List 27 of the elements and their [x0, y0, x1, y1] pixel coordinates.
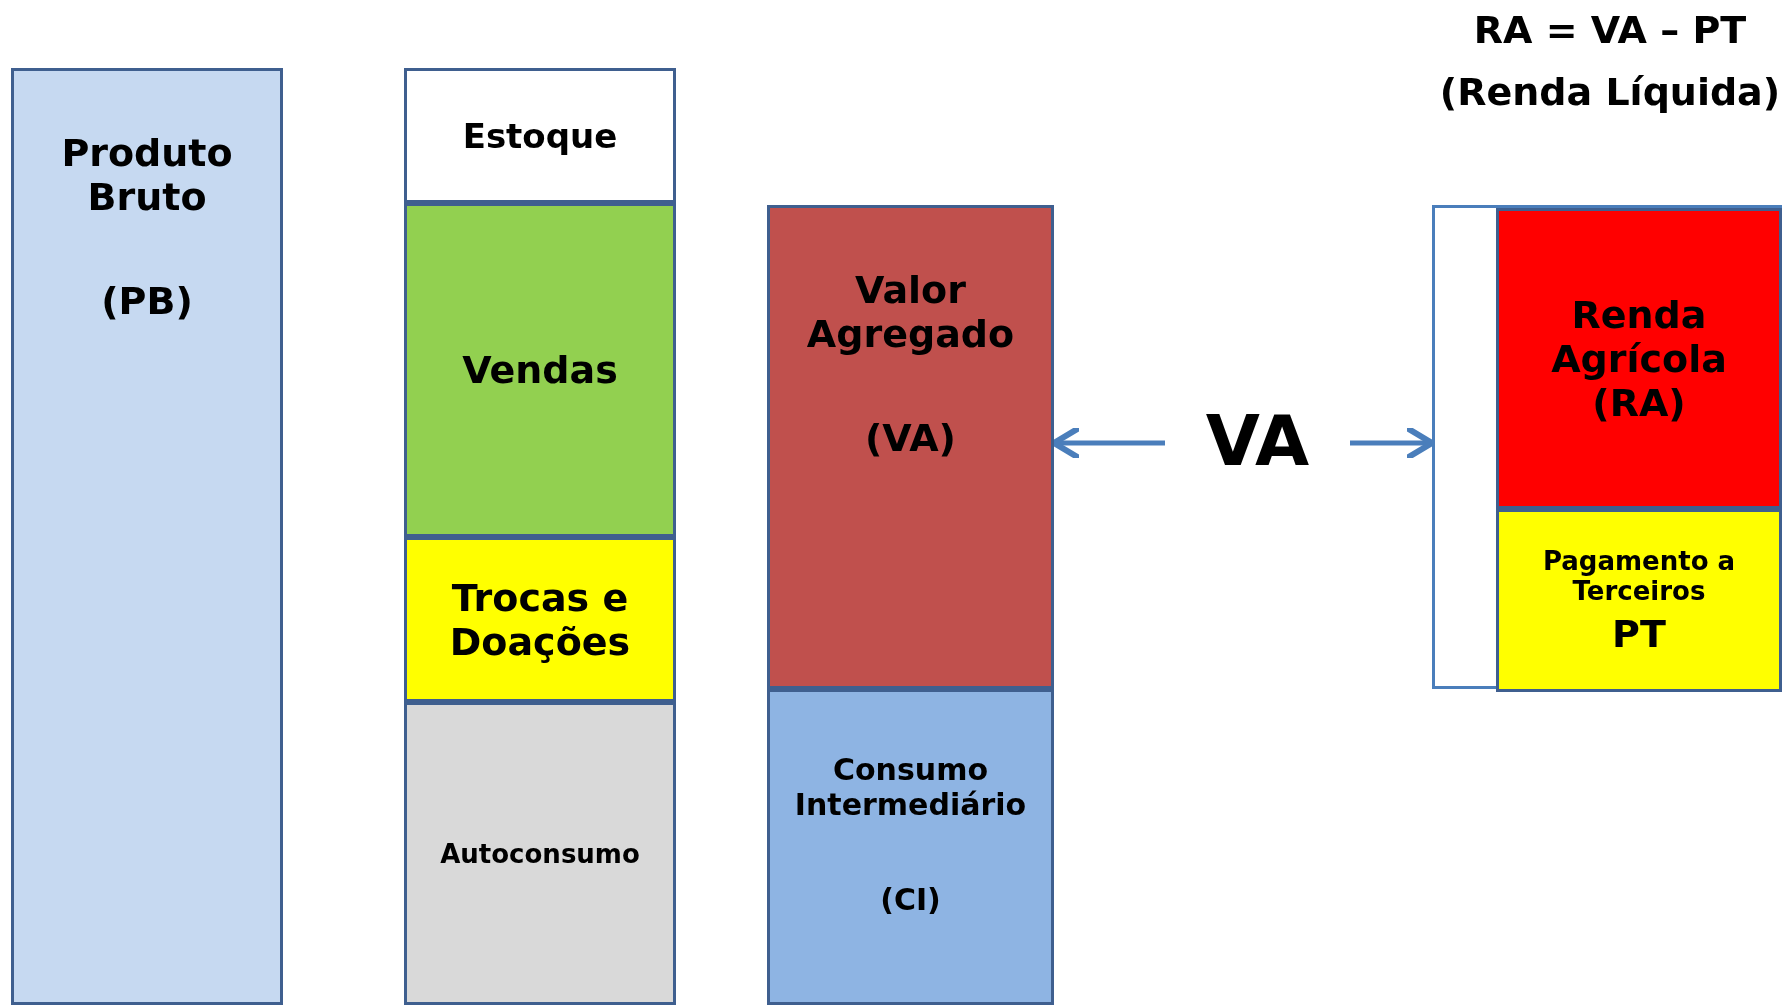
bar-label: Produto Bruto: [60, 131, 234, 219]
formula-text: RA = VA – PT: [1472, 8, 1748, 52]
bar-label: Trocas e Doações: [448, 575, 632, 664]
bar-label: Renda Agrícola: [1550, 292, 1728, 381]
bar-segment: [404, 68, 676, 203]
bar-segment: [404, 702, 676, 1005]
text-label: VA: [1170, 400, 1345, 482]
bar-block: [11, 68, 283, 1005]
abbreviation-label: (CI): [880, 882, 941, 917]
formula-text: (Renda Líquida): [1438, 70, 1782, 114]
bar-frame: [1432, 205, 1782, 689]
abbreviation-label: (RA): [1592, 380, 1686, 425]
bar-label: Valor Agregado: [805, 268, 1016, 356]
bar-segment: [1496, 509, 1782, 692]
bar-label: Consumo Intermediário: [793, 752, 1028, 822]
bar-segment: [1496, 208, 1782, 509]
bar-label: Estoque: [462, 115, 618, 156]
bar-label: Pagamento a Terceiros: [1541, 545, 1737, 606]
bar-label: Vendas: [462, 348, 618, 392]
abbreviation-label: (PB): [101, 279, 193, 323]
bar-segment: [767, 205, 1054, 689]
bar-label: Autoconsumo: [440, 838, 640, 869]
bar-segment: [404, 537, 676, 702]
abbreviation-label: (VA): [865, 416, 956, 460]
bar-segment: [767, 689, 1054, 1005]
bar-segment: [404, 203, 676, 537]
abbreviation-label: PT: [1612, 611, 1666, 656]
